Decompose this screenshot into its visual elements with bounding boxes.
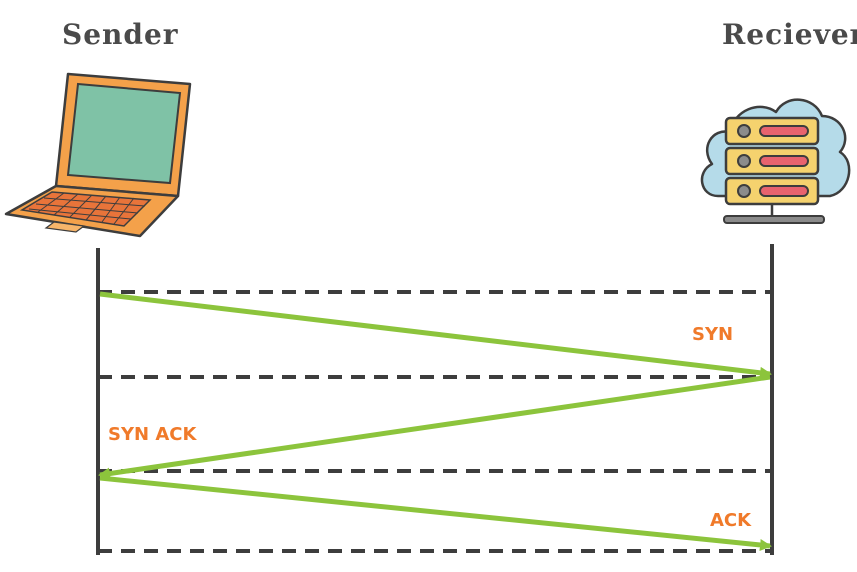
receiver-title: Reciever: [722, 18, 857, 51]
synack-arrow: [98, 374, 771, 480]
synack-label: SYN ACK: [108, 424, 197, 445]
syn-arrow: [99, 291, 772, 379]
ack-label: ACK: [710, 510, 752, 531]
sender-title: Sender: [62, 18, 179, 51]
laptop-icon: [4, 72, 192, 238]
ack-arrow: [99, 475, 772, 551]
cloud-server-icon: [700, 98, 851, 224]
time-markers: [98, 290, 772, 553]
syn-label: SYN: [692, 324, 734, 345]
